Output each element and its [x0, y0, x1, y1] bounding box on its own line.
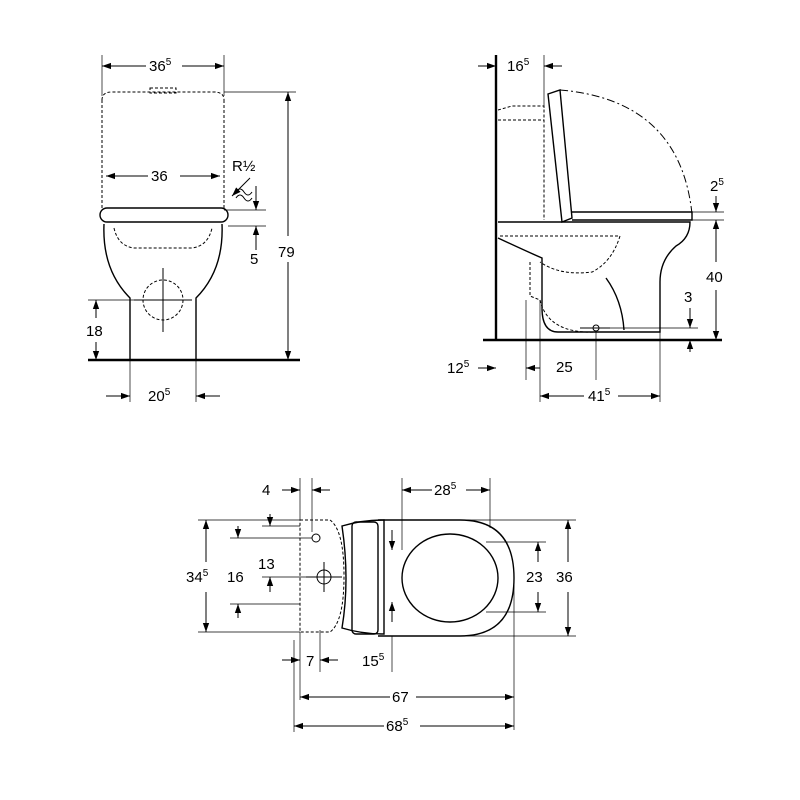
trap-outline	[500, 235, 621, 274]
seat-outer	[378, 519, 515, 637]
inlet-label: R½	[232, 158, 256, 175]
seat-opening	[401, 533, 499, 623]
bowl-rim	[113, 227, 213, 249]
flush-button	[149, 87, 177, 94]
overall-height-label: 79	[278, 244, 295, 261]
fixing-spacing-label: 16	[227, 569, 244, 586]
seat-height-label: 40	[706, 269, 723, 286]
inlet-symbol	[235, 188, 253, 202]
bowl-side	[498, 221, 691, 333]
inlet-height-label: 13	[258, 556, 275, 573]
wall-offset-label: 125	[447, 359, 470, 377]
bowl-outline	[103, 223, 223, 360]
front-view: 365 36 R½ 5 79 18 205	[86, 55, 300, 405]
inner-width-label: 36	[151, 168, 168, 185]
seat-depth-label: 165	[507, 57, 530, 75]
outlet-offset-label: 3	[684, 289, 692, 306]
lid-swing-arc	[559, 89, 693, 215]
seat-lid	[99, 207, 229, 223]
seat-gap-label: 25	[710, 177, 724, 195]
length-label: 67	[392, 689, 409, 706]
fixing-offset-label: 4	[262, 482, 270, 499]
base-depth-label: 415	[588, 387, 611, 405]
cistern-top	[299, 519, 345, 633]
seat-inner-width-label: 23	[526, 569, 543, 586]
cistern-side	[497, 105, 545, 220]
bracket-width-label: 7	[306, 653, 314, 670]
fixing-hole-top	[311, 533, 321, 543]
cistern-outline	[101, 91, 225, 210]
outlet-height-label: 18	[86, 323, 103, 340]
tank-width-label: 365	[149, 57, 172, 75]
seat-width-label: 36	[556, 569, 573, 586]
hinge-block	[341, 519, 385, 635]
side-view: 165 25 40 3 125 25 415	[447, 55, 724, 405]
raised-lid	[547, 89, 573, 223]
base-width-label: 205	[148, 387, 171, 405]
total-length-label: 685	[386, 717, 409, 735]
pedestal-side	[497, 237, 559, 333]
bowl-depth-label: 285	[434, 481, 457, 499]
outlet-distance-label: 25	[556, 359, 573, 376]
top-view: 4 285 345 16 13 23	[186, 478, 576, 735]
outlet-side	[529, 262, 541, 301]
hinge-offset-label: 155	[362, 652, 385, 670]
seat-offset-label: 5	[250, 251, 258, 268]
outer-width-label: 345	[186, 568, 209, 586]
seat-side	[572, 211, 693, 221]
